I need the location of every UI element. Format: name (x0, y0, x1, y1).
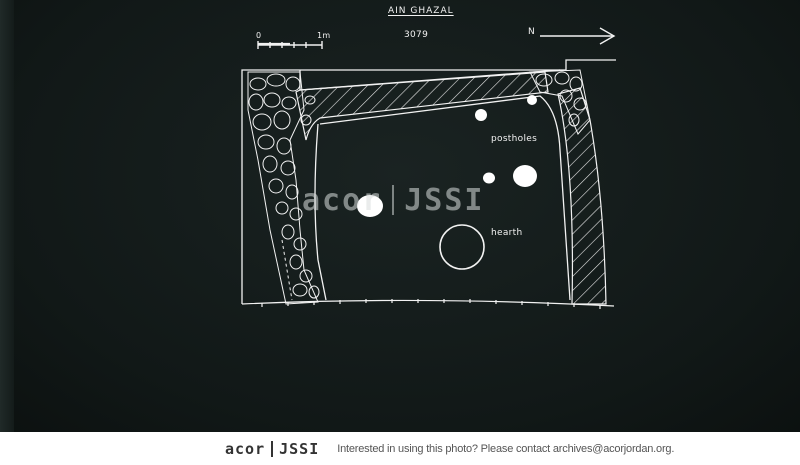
hatched-wall-east (557, 87, 607, 305)
hearth-label: hearth (491, 228, 523, 238)
stone-wall-west (247, 71, 320, 305)
footer-logo: acor JSSI (225, 440, 319, 458)
site-plan-drawing (241, 27, 616, 309)
footer-logo-separator (271, 440, 274, 457)
hatched-wall-north (295, 71, 549, 141)
posthole (527, 95, 537, 105)
posthole (513, 165, 537, 187)
north-arrow-icon (540, 27, 616, 45)
section-line (241, 299, 615, 309)
stone-wall-east (529, 69, 591, 135)
footer-bar: acor JSSI Interested in using this photo… (0, 432, 800, 465)
footer-notice: Interested in using this photo? Please c… (337, 442, 675, 455)
north-label: N (528, 27, 536, 37)
plan-number: 3079 (404, 30, 429, 40)
posthole (475, 109, 487, 121)
postholes-label: postholes (491, 134, 538, 144)
footer-logo-right: JSSI (279, 439, 320, 458)
scale-label-max: 1m (317, 31, 331, 40)
footer-logo-left: acor (225, 439, 266, 458)
posthole (483, 172, 495, 184)
posthole (357, 195, 383, 217)
slide-photo: AIN GHAZAL 3079 N 0 1m postholes hearth … (0, 0, 800, 432)
scale-bar (257, 41, 323, 49)
film-edge (0, 0, 14, 432)
hearth (439, 224, 485, 270)
scale-label-zero: 0 (256, 31, 262, 40)
site-title: AIN GHAZAL (388, 6, 454, 16)
postholes (357, 95, 537, 217)
room-floor-outline (314, 95, 571, 301)
